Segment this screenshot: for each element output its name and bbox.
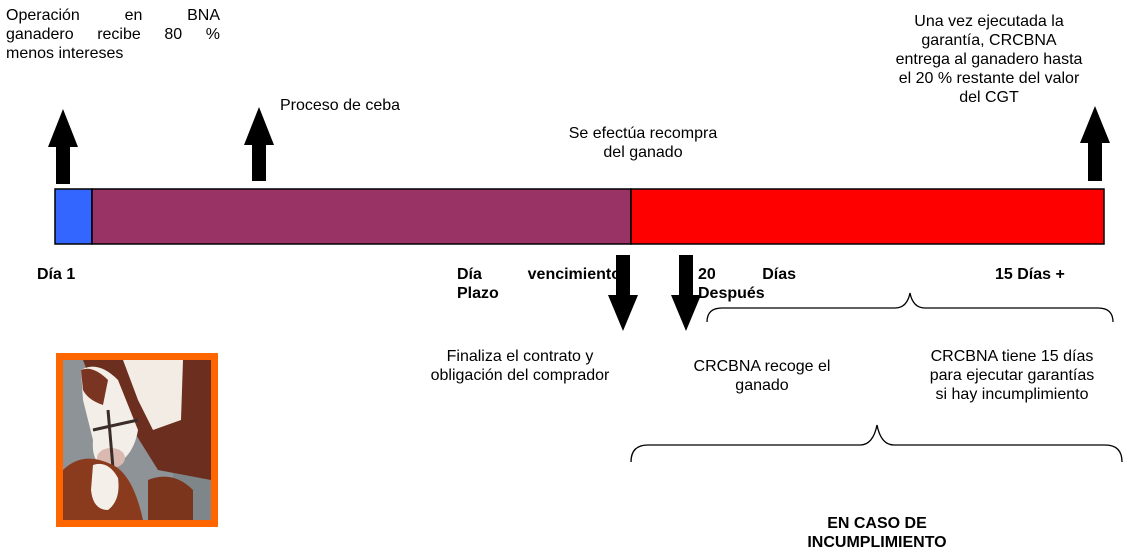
- label-incumplimiento-line1: EN CASO DE: [827, 515, 927, 532]
- label-veinte-dias: 20 Días Después: [698, 265, 796, 303]
- note-operacion-line3: menos intereses: [6, 45, 124, 62]
- label-incumplimiento-line2: INCUMPLIMIENTO: [807, 534, 947, 551]
- note-tiene-line1: CRCBNA tiene 15 días: [930, 348, 1094, 365]
- note-garantia-line2: garantía, CRCBNA: [921, 32, 1057, 49]
- note-garantia-line1: Una vez ejecutada la: [914, 13, 1064, 30]
- label-quince-dias: 15 Días +: [995, 266, 1065, 283]
- note-operacion-line2: ganadero recibe 80 %: [6, 26, 220, 43]
- note-finaliza-line1: Finaliza el contrato y: [446, 348, 594, 365]
- note-tiene: CRCBNA tiene 15 días para ejecutar garan…: [900, 347, 1124, 404]
- label-vencimiento-line2: Plazo: [457, 285, 499, 302]
- timeline-segment-day1: [54, 188, 93, 245]
- timeline-segment-incumplimiento: [630, 188, 1105, 245]
- note-garantia-line3: entrega al ganadero hasta: [895, 51, 1083, 68]
- arrow-down-veinte-dias: [671, 255, 701, 331]
- note-operacion: Operación en BNA ganadero recibe 80 % me…: [6, 6, 220, 63]
- cow-calf-photo: [56, 353, 218, 527]
- brace-incumplimiento: [630, 424, 1123, 463]
- label-vencimiento: Día vencimiento Plazo: [457, 265, 621, 303]
- arrow-down-vencimiento: [608, 255, 638, 331]
- note-garantia: Una vez ejecutada la garantía, CRCBNA en…: [858, 12, 1120, 107]
- label-veinte-dias-line1: 20 Días: [698, 266, 796, 283]
- note-recompra-line1: Se efectúa recompra: [568, 125, 718, 142]
- cow-calf-illustration: [63, 360, 211, 520]
- note-finaliza: Finaliza el contrato y obligación del co…: [405, 347, 635, 385]
- note-tiene-line3: si hay incumplimiento: [935, 386, 1089, 403]
- note-finaliza-line2: obligación del comprador: [430, 367, 610, 384]
- note-recoge: CRCBNA recoge el ganado: [662, 357, 862, 395]
- note-tiene-line2: para ejecutar garantías: [929, 367, 1095, 384]
- label-dia1: Día 1: [37, 266, 76, 283]
- note-garantia-line5: del CGT: [959, 89, 1019, 106]
- label-vencimiento-line1: Día vencimiento: [457, 266, 621, 283]
- note-garantia-line4: el 20 % restante del valor: [898, 70, 1080, 87]
- note-recoge-line2: ganado: [735, 377, 789, 394]
- arrow-up-garantia: [1080, 106, 1110, 181]
- label-incumplimiento: EN CASO DE INCUMPLIMIENTO: [760, 514, 994, 552]
- note-recompra-line2: del ganado: [603, 144, 683, 161]
- arrow-up-ceba: [244, 107, 274, 181]
- note-recompra: Se efectúa recompra del ganado: [530, 124, 756, 162]
- note-recoge-line1: CRCBNA recoge el: [693, 358, 831, 375]
- label-veinte-dias-line2: Después: [698, 285, 765, 302]
- timeline-segment-plazo: [91, 188, 632, 245]
- note-ceba: Proceso de ceba: [280, 97, 401, 114]
- brace-quince-dias: [706, 292, 1114, 323]
- arrow-up-operacion: [48, 109, 78, 184]
- note-operacion-line1: Operación en BNA: [6, 7, 220, 24]
